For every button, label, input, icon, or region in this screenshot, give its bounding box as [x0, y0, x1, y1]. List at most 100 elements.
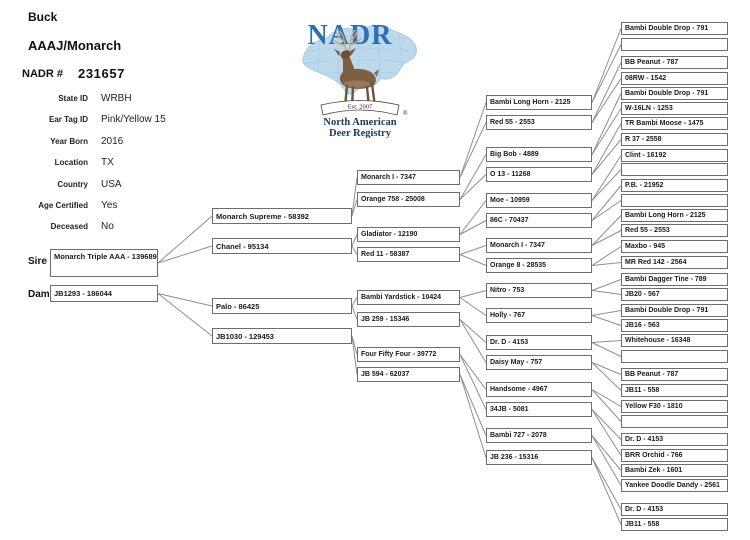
pedigree-node: Bambi Double Drop - 791	[621, 304, 728, 317]
pedigree-node: Monarch I - 7347	[486, 238, 592, 253]
pedigree-node: Big Bob - 4889	[486, 147, 592, 162]
pedigree-node: Bambi Dagger Tine - 789	[621, 273, 728, 286]
info-field-value: Yes	[101, 199, 118, 211]
pedigree-node: 34JB - 5081	[486, 402, 592, 417]
nadr-logo: NADR Est. 2007 ® North American Deer Reg…	[302, 20, 417, 138]
pedigree-node: Dr. D - 4153	[621, 433, 728, 446]
connector-line	[157, 215, 213, 264]
pedigree-node: Bambi Yardstick - 10424	[357, 290, 460, 305]
info-field-label: Deceased	[50, 222, 88, 232]
connector-line	[591, 246, 622, 266]
pedigree-node: Nitro - 753	[486, 283, 592, 298]
pedigree-node: JB11 - 558	[621, 384, 728, 397]
connector-line	[459, 354, 487, 390]
info-field-label: Year Born	[50, 136, 88, 146]
nadr-number-value: 231657	[78, 66, 125, 81]
connector-line	[591, 108, 622, 155]
connector-line	[591, 78, 622, 123]
connector-line	[591, 362, 622, 391]
connector-line	[459, 122, 487, 178]
pedigree-node: Yankee Doodle Dandy - 2561	[621, 479, 728, 492]
pedigree-node: Red 11 - 58387	[357, 247, 460, 262]
pedigree-node: Bambi Long Horn - 2125	[621, 209, 728, 222]
connector-line	[459, 254, 487, 266]
established-text: Est. 2007	[348, 104, 373, 111]
pedigree-node: 08RW - 1542	[621, 72, 728, 85]
connector-line	[591, 290, 622, 295]
info-field-value: TX	[101, 157, 114, 169]
connector-line	[351, 335, 358, 375]
connector-line	[459, 245, 487, 255]
est-banner: Est. 2007 ®	[320, 100, 408, 117]
info-field-label: Location	[54, 158, 88, 168]
pedigree-node: MR Red 142 - 2564	[621, 256, 728, 269]
pedigree-node: W-16LN - 1253	[621, 102, 728, 115]
connector-line	[351, 234, 358, 247]
connector-line	[459, 154, 487, 200]
sire-node: Monarch Triple AAA - 139689	[50, 249, 158, 277]
pedigree-node: P.B. - 21952	[621, 179, 728, 192]
connector-line	[459, 319, 487, 343]
connector-line	[459, 374, 487, 458]
connector-line	[591, 215, 622, 246]
connector-line	[351, 177, 358, 217]
pedigree-node: Holly - 767	[486, 308, 592, 323]
pedigree-node: Bambi Double Drop - 791	[621, 22, 728, 35]
connector-line	[459, 297, 487, 316]
pedigree-node-empty	[621, 163, 728, 176]
pedigree-node-empty	[621, 350, 728, 363]
dam-node: JB1293 - 186044	[50, 285, 158, 302]
connector-line	[351, 199, 358, 217]
connector-line	[459, 319, 487, 363]
pedigree-node: JB 236 - 15316	[486, 450, 592, 465]
info-field-value: 2016	[101, 135, 124, 147]
pedigree-node: Bambi 727 - 2078	[486, 428, 592, 443]
connector-line	[591, 435, 622, 486]
connector-line	[591, 362, 622, 375]
pedigree-node: Clint - 16192	[621, 149, 728, 162]
connector-line	[591, 185, 622, 221]
connector-line	[591, 340, 622, 343]
pedigree-node-empty	[621, 415, 728, 428]
connector-line	[591, 200, 622, 221]
connector-line	[591, 310, 622, 316]
animal-name-title: AAAJ/Monarch	[28, 38, 122, 53]
pedigree-node: JB16 - 563	[621, 319, 728, 332]
pedigree-node: O 13 - 11268	[486, 167, 592, 182]
connector-line	[591, 155, 622, 201]
pedigree-node: Red 55 - 2553	[486, 115, 592, 130]
pedigree-node: 86C - 70437	[486, 213, 592, 228]
connector-line	[591, 28, 622, 103]
registered-trademark-symbol: ®	[403, 110, 408, 117]
connector-line	[351, 305, 358, 320]
info-row: Year Born 2016	[0, 136, 210, 157]
pedigree-node: BB Peanut - 787	[621, 56, 728, 69]
nadr-number-label: NADR #	[22, 68, 63, 80]
connector-line	[591, 62, 622, 123]
info-row: Location TX	[0, 157, 210, 178]
connector-line	[591, 389, 622, 407]
connector-line	[591, 315, 622, 326]
connector-line	[591, 342, 622, 357]
connector-line	[459, 200, 487, 235]
registry-name-line1: North American	[323, 117, 396, 128]
pedigree-node: Handsome - 4967	[486, 382, 592, 397]
info-field-label: Ear Tag ID	[49, 115, 88, 125]
connector-line	[591, 123, 622, 175]
pedigree-node: Orange 8 - 28535	[486, 258, 592, 273]
pedigree-node: Bambi Long Horn - 2125	[486, 95, 592, 110]
connector-line	[591, 409, 622, 440]
connector-line	[157, 293, 213, 307]
pedigree-node: JB 594 - 62037	[357, 367, 460, 382]
info-field-label: Country	[57, 179, 88, 189]
pedigree-node: Dr. D - 4153	[621, 503, 728, 516]
connector-line	[351, 297, 358, 307]
pedigree-node: Yellow F30 - 1810	[621, 400, 728, 413]
